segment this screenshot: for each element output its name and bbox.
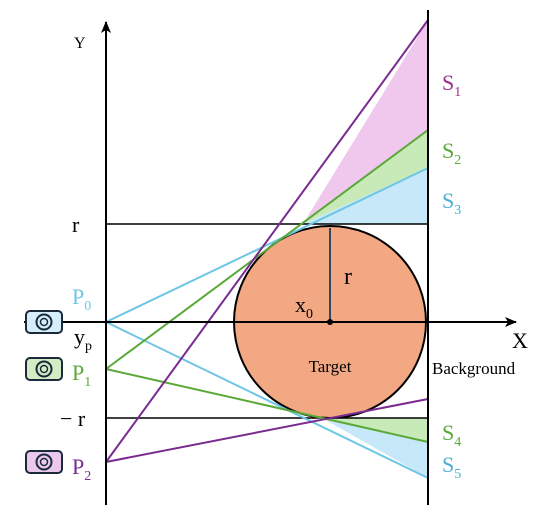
ray-p2-upper bbox=[105, 19, 429, 463]
r-bottom-label: − r bbox=[60, 406, 86, 431]
label-s1: S1 bbox=[442, 70, 461, 100]
camera-p0-label: P0 bbox=[72, 284, 91, 314]
r-top-label: r bbox=[72, 212, 80, 237]
camera-icon bbox=[25, 310, 63, 334]
camera-p2-label: P2 bbox=[72, 454, 91, 484]
label-s3: S3 bbox=[442, 188, 461, 218]
radius-label: r bbox=[344, 264, 352, 290]
camera-p1-label: P1 bbox=[72, 360, 91, 390]
label-s5: S5 bbox=[442, 452, 461, 482]
camera-icon bbox=[25, 450, 63, 474]
yp-label: yp bbox=[74, 324, 92, 354]
region-s1 bbox=[303, 20, 428, 224]
label-s4: S4 bbox=[442, 420, 461, 450]
x-axis-label: X bbox=[512, 328, 528, 353]
y-axis-label: Y bbox=[74, 35, 86, 52]
background-label: Background bbox=[432, 359, 516, 378]
target-label: Target bbox=[309, 357, 352, 376]
label-s2: S2 bbox=[442, 138, 461, 168]
camera-icon bbox=[25, 357, 63, 381]
ray-p0-upper bbox=[105, 167, 429, 323]
camera-p1: P1 bbox=[25, 357, 91, 390]
ray-p1-lower bbox=[105, 368, 429, 443]
camera-p0: P0 bbox=[25, 284, 91, 334]
center-label: x0 bbox=[295, 292, 313, 322]
camera-p2: P2 bbox=[25, 450, 91, 484]
ray-p0-lower bbox=[105, 321, 429, 479]
ray-p1-upper bbox=[105, 129, 429, 370]
ray-p2-lower bbox=[105, 398, 429, 463]
region-s5 bbox=[322, 418, 428, 478]
